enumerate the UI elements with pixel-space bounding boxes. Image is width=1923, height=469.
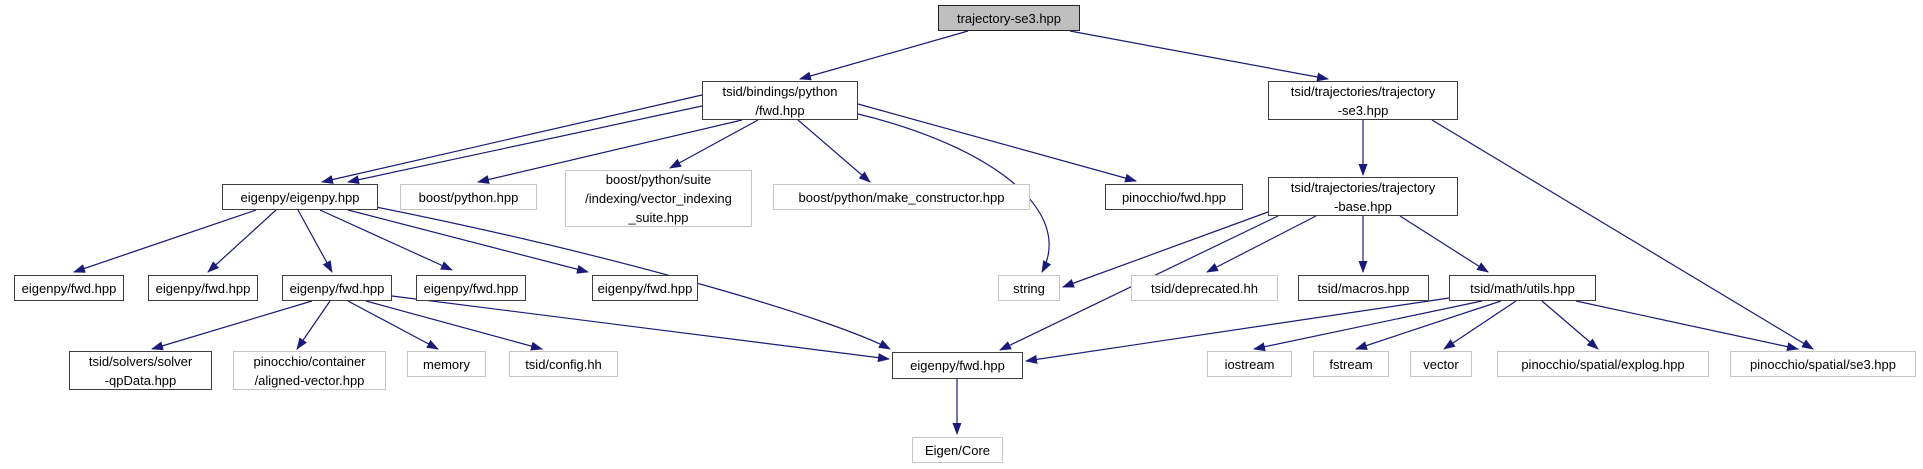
graph-node-config: tsid/config.hh xyxy=(509,351,618,377)
edge-utils-to-fstream xyxy=(1355,300,1502,350)
graph-node-label: eigenpy/fwd.hpp xyxy=(155,280,251,296)
graph-node-efwd3[interactable]: eigenpy/fwd.hpp xyxy=(282,275,392,301)
graph-node-label: -se3.hpp xyxy=(1337,102,1389,118)
edge-eigenpy_eigenpy-to-efwd2 xyxy=(207,209,277,273)
edge-utils-to-explog xyxy=(1541,300,1599,350)
graph-node-label: boost/python.hpp xyxy=(418,189,519,205)
graph-node-label: pinocchio/spatial/se3.hpp xyxy=(1750,356,1896,372)
graph-node-label: -qpData.hpp xyxy=(104,372,177,388)
edge-utils-to-se3 xyxy=(1575,300,1799,352)
graph-node-utils[interactable]: tsid/math/utils.hpp xyxy=(1449,275,1596,301)
graph-node-make_constructor: boost/python/make_constructor.hpp xyxy=(773,184,1030,210)
graph-node-label: -base.hpp xyxy=(1334,198,1392,214)
graph-node-label: trajectory-se3.hpp xyxy=(956,10,1062,26)
edge-eigenpy_eigenpy-to-efwd_center xyxy=(375,206,891,350)
graph-node-memory: memory xyxy=(407,351,486,377)
graph-node-label: memory xyxy=(423,356,470,372)
edge-eigenpy_eigenpy-to-efwd4 xyxy=(319,209,453,271)
graph-node-label: string xyxy=(1013,280,1045,296)
edge-utils-to-vector xyxy=(1443,300,1517,350)
graph-node-label: eigenpy/fwd.hpp xyxy=(597,280,693,296)
edge-eigenpy_eigenpy-to-efwd3 xyxy=(297,209,333,273)
graph-node-efwd1[interactable]: eigenpy/fwd.hpp xyxy=(14,275,124,301)
edge-traj_base-to-deprecated xyxy=(1206,215,1317,273)
graph-node-root: trajectory-se3.hpp xyxy=(938,5,1080,31)
graph-node-label: iostream xyxy=(1224,356,1275,372)
graph-node-macros[interactable]: tsid/macros.hpp xyxy=(1298,275,1429,301)
graph-node-label: /indexing/vector_indexing xyxy=(585,191,732,206)
graph-node-explog: pinocchio/spatial/explog.hpp xyxy=(1497,351,1709,377)
edge-root-to-traj_se3 xyxy=(1069,30,1329,82)
graph-node-boost_python: boost/python.hpp xyxy=(400,184,537,210)
edge-efwd3-to-aligned_vector xyxy=(296,300,331,350)
edge-bindings_fwd-to-boost_python xyxy=(477,119,743,184)
graph-node-efwd4[interactable]: eigenpy/fwd.hpp xyxy=(416,275,526,301)
graph-node-traj_se3[interactable]: tsid/trajectories/trajectory -se3.hpp xyxy=(1268,81,1458,120)
graph-node-efwd2[interactable]: eigenpy/fwd.hpp xyxy=(148,275,258,301)
graph-node-aligned_vector: pinocchio/container/aligned-vector.hpp xyxy=(233,351,386,390)
graph-node-vector_indexing: boost/python/suite/indexing/vector_index… xyxy=(565,170,752,227)
graph-node-label: eigenpy/fwd.hpp xyxy=(910,358,1005,373)
graph-node-solver_qpdata[interactable]: tsid/solvers/solver -qpData.hpp xyxy=(69,351,212,390)
edge-bindings_fwd-to-make_constructor xyxy=(797,119,871,183)
graph-node-label: tsid/trajectories/trajectory xyxy=(1290,179,1436,195)
graph-node-label: _suite.hpp xyxy=(628,210,689,225)
edge-eigenpy_eigenpy-to-efwd1 xyxy=(73,209,257,273)
graph-node-label: eigenpy/fwd.hpp xyxy=(423,280,519,296)
graph-node-vector: vector xyxy=(1410,351,1472,377)
edge-utils-to-efwd_center xyxy=(1025,297,1450,364)
graph-node-label: fstream xyxy=(1329,356,1373,372)
graph-node-efwd5[interactable]: eigenpy/fwd.hpp xyxy=(592,275,698,301)
edge-bindings_fwd-to-pinocchio_fwd xyxy=(857,103,1137,183)
graph-node-deprecated: tsid/deprecated.hh xyxy=(1131,275,1278,301)
graph-node-label: tsid/math/utils.hpp xyxy=(1470,280,1575,296)
edge-utils-to-iostream xyxy=(1253,300,1483,352)
edge-bindings_fwd-to-eigenpy_eigenpy xyxy=(347,105,703,185)
graph-node-label: /fwd.hpp xyxy=(755,102,805,118)
edge-root-to-bindings_fwd xyxy=(799,30,969,81)
edge-efwd3-to-config xyxy=(365,300,543,351)
graph-node-label: tsid/bindings/python xyxy=(722,83,838,99)
edge-bindings_fwd-to-vector_indexing xyxy=(669,119,759,169)
graph-node-label: vector xyxy=(1423,356,1459,372)
graph-node-label: tsid/macros.hpp xyxy=(1317,280,1410,296)
graph-node-label: eigenpy/fwd.hpp xyxy=(289,280,385,296)
edge-eigenpy_eigenpy-to-efwd5 xyxy=(347,209,589,274)
graph-node-eigenpy_eigenpy[interactable]: eigenpy/eigenpy.hpp xyxy=(222,184,378,210)
graph-node-se3: pinocchio/spatial/se3.hpp xyxy=(1730,351,1916,377)
graph-node-label: boost/python/make_constructor.hpp xyxy=(798,189,1005,205)
edge-bindings_fwd-to-eigenpy_eigenpy xyxy=(321,94,703,184)
graph-node-bindings_fwd[interactable]: tsid/bindings/python/fwd.hpp xyxy=(702,81,858,120)
edge-efwd3-to-efwd_center xyxy=(391,295,890,363)
graph-node-label: boost/python/suite xyxy=(605,172,712,187)
graph-node-efwd_center[interactable]: eigenpy/fwd.hpp xyxy=(892,352,1023,379)
edge-efwd3-to-solver_qpdata xyxy=(151,300,313,351)
graph-node-label: tsid/trajectories/trajectory xyxy=(1290,83,1436,99)
graph-node-label: tsid/deprecated.hh xyxy=(1151,280,1258,296)
graph-node-label: pinocchio/spatial/explog.hpp xyxy=(1521,356,1685,372)
graph-node-label: /aligned-vector.hpp xyxy=(254,372,365,388)
graph-node-label: Eigen/Core xyxy=(924,442,991,458)
graph-node-label: pinocchio/container xyxy=(253,353,366,369)
graph-node-label: eigenpy/fwd.hpp xyxy=(21,280,117,296)
edge-traj_base-to-string xyxy=(1062,211,1269,288)
edge-efwd3-to-memory xyxy=(347,300,439,350)
edge-traj_se3-to-se3 xyxy=(1431,119,1814,350)
graph-node-eigen_core: Eigen/Core xyxy=(912,437,1003,463)
edge-bindings_fwd-to-string xyxy=(857,113,1052,273)
graph-node-pinocchio_fwd[interactable]: pinocchio/fwd.hpp xyxy=(1105,184,1243,210)
edge-traj_base-to-utils xyxy=(1399,215,1489,273)
graph-node-fstream: fstream xyxy=(1313,351,1389,377)
graph-node-traj_base[interactable]: tsid/trajectories/trajectory -base.hpp xyxy=(1268,177,1458,216)
graph-node-label: tsid/config.hh xyxy=(525,356,602,372)
graph-node-label: tsid/solvers/solver xyxy=(88,353,193,369)
graph-node-string: string xyxy=(998,275,1060,301)
graph-node-label: eigenpy/eigenpy.hpp xyxy=(240,189,360,205)
graph-node-iostream: iostream xyxy=(1207,351,1292,377)
graph-node-label: pinocchio/fwd.hpp xyxy=(1121,189,1227,205)
